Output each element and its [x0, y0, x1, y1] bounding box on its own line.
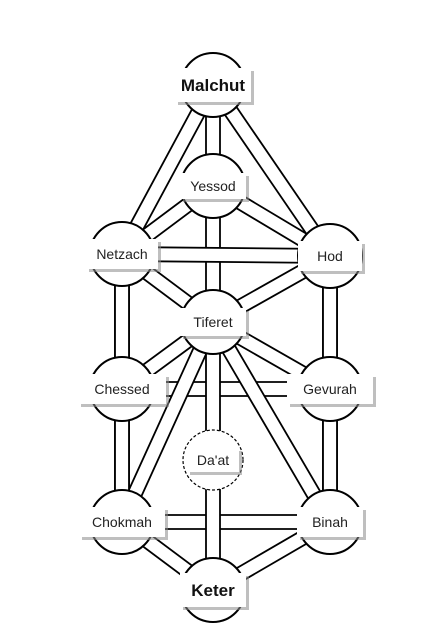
sefira-label-hod: Hod — [298, 241, 365, 274]
sefira-name-daat: Da'at — [197, 452, 229, 468]
sefira-name-hod: Hod — [317, 248, 343, 264]
sefira-name-malchut: Malchut — [181, 76, 246, 95]
sefira-name-keter: Keter — [191, 581, 235, 600]
sefira-name-tiferet: Tiferet — [193, 314, 232, 330]
sefira-name-netzach: Netzach — [96, 246, 147, 262]
label-box-binah — [297, 507, 363, 537]
label-box-chokmah — [79, 507, 165, 537]
sefira-label-netzach: Netzach — [86, 239, 161, 272]
label-box-daat — [187, 448, 239, 472]
label-box-keter — [180, 573, 246, 607]
sefira-name-gevurah: Gevurah — [303, 381, 357, 397]
sefira-label-yessod: Yessod — [180, 173, 249, 202]
label-box-tiferet — [180, 308, 246, 336]
label-box-hod — [298, 241, 362, 271]
sefira-name-binah: Binah — [312, 514, 348, 530]
sefira-label-malchut: Malchut — [175, 68, 254, 105]
sefira-name-chokmah: Chokmah — [92, 514, 152, 530]
sefira-label-tiferet: Tiferet — [180, 308, 249, 339]
label-box-chessed — [78, 374, 166, 404]
label-box-netzach — [86, 239, 158, 269]
sefira-label-binah: Binah — [297, 507, 366, 540]
sefira-label-keter: Keter — [180, 573, 249, 610]
sefira-label-chessed: Chessed — [78, 374, 169, 407]
label-box-malchut — [175, 68, 251, 102]
sefira-label-gevurah: Gevurah — [287, 374, 376, 407]
label-box-gevurah — [287, 374, 373, 404]
label-box-yessod — [180, 173, 246, 199]
sefira-name-yessod: Yessod — [190, 178, 235, 194]
sefira-label-chokmah: Chokmah — [79, 507, 168, 540]
sefira-label-daat: Da'at — [187, 448, 242, 475]
sefira-name-chessed: Chessed — [94, 381, 149, 397]
